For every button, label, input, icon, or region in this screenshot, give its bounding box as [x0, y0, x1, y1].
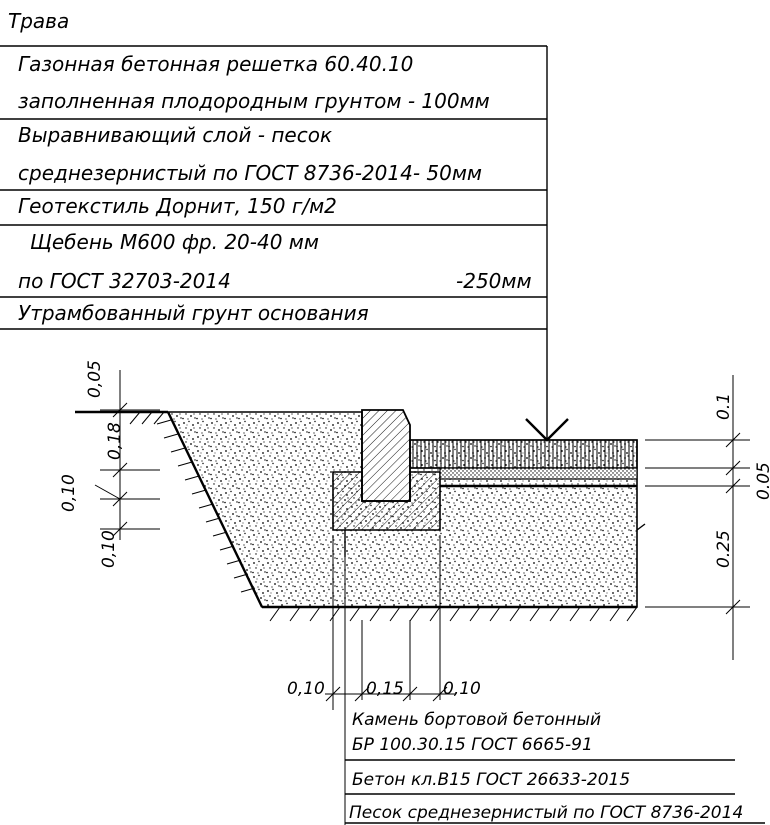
legend-row-2-line-2: среднезернистый по ГОСТ 8736-2014- 50мм [18, 161, 482, 185]
legend-row-4-line-2: по ГОСТ 32703-2014 [18, 269, 231, 293]
sand-leveling-layer [439, 467, 638, 480]
dim-left-0-10-a: 0,10 [59, 474, 79, 512]
lawn-grid-layer [409, 439, 638, 469]
dim-left-0-18: 0,18 [105, 422, 125, 460]
dim-right-0-1: 0.1 [714, 393, 734, 420]
dim-bottom-0-15: 0,15 [366, 679, 404, 699]
dim-bottom-0-10-right: 0,10 [443, 679, 481, 699]
legend-top-label: Трава [8, 9, 69, 33]
dim-right-0-05: 0.05 [754, 462, 770, 500]
legend-row-4-line-1: Щебень М600 фр. 20-40 мм [30, 230, 319, 254]
legend-row-1-line-2: заполненная плодородным грунтом - 100мм [18, 89, 490, 113]
dim-left-0-10-b: 0,10 [99, 530, 119, 568]
bottom-dimensions: 0,10 0,15 0,10 [287, 535, 481, 825]
ground-hatching [75, 410, 638, 622]
cross-section [75, 409, 646, 622]
dim-right-0-25: 0.25 [714, 530, 734, 568]
legend-row-2-line-1: Выравнивающий слой - песок [18, 123, 332, 147]
legend-row-5-line-1: Утрамбованный грунт основания [18, 301, 369, 325]
dim-left-0-05: 0,05 [85, 360, 105, 398]
layer-legend-table: Трава Газонная бетонная решетка 60.40.10… [0, 9, 569, 442]
legend-curb-line-1: Камень бортовой бетонный [352, 710, 601, 730]
legend-row-1-line-1: Газонная бетонная решетка 60.40.10 [18, 52, 413, 76]
legend-curb-line-2: БР 100.30.15 ГОСТ 6665-91 [352, 735, 593, 755]
legend-row-4-suffix: -250мм [456, 269, 532, 293]
legend-row-3-line-1: Геотекстиль Дорнит, 150 г/м2 [18, 194, 337, 218]
legend-concrete: Бетон кл.В15 ГОСТ 26633-2015 [352, 770, 630, 790]
dim-bottom-0-10-left: 0,10 [287, 679, 325, 699]
left-dimensions: 0,05 0,18 0,10 0,10 [59, 360, 160, 568]
legend-sand: Песок среднезернистый по ГОСТ 8736-2014 [349, 803, 743, 823]
curb-stone [361, 409, 411, 502]
bottom-legend: Камень бортовой бетонный БР 100.30.15 ГО… [345, 710, 765, 824]
right-dimensions: 0.1 0.05 0.25 [645, 375, 770, 660]
